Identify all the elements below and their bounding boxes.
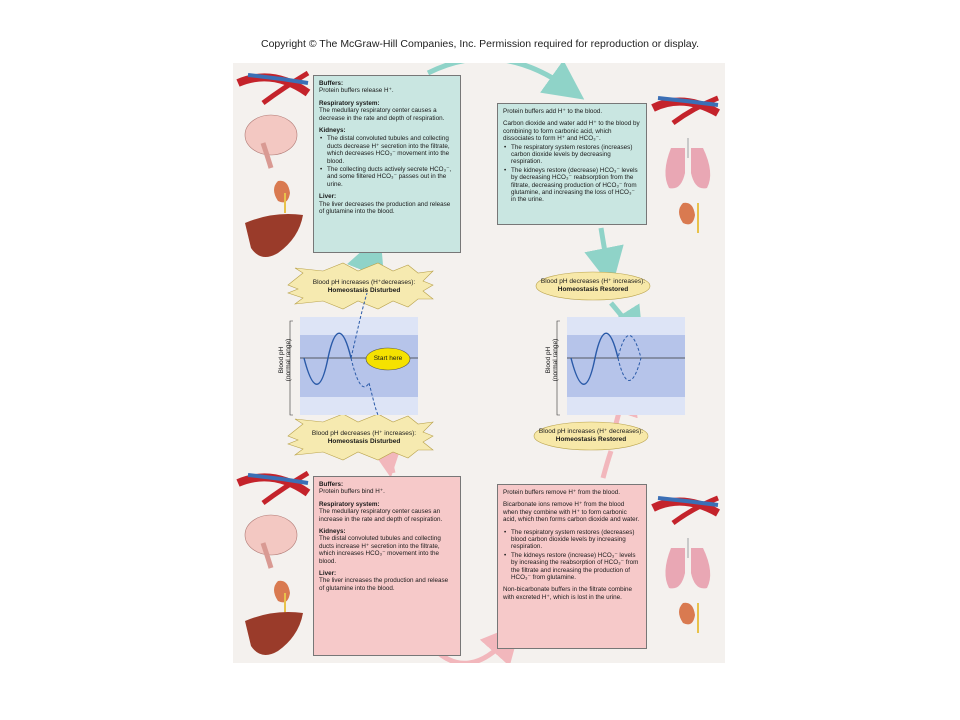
figure-graphics — [236, 63, 720, 663]
br-paragraph-2: Bicarbonate ions remove H⁺ from the bloo… — [503, 501, 640, 524]
brain-icon-bottom-left — [244, 514, 298, 569]
bl-liver-heading: Liver: — [319, 570, 337, 578]
burst-disturbed-down — [287, 413, 434, 461]
kidneys-bullet-1: The distal convoluted tubules and collec… — [320, 135, 455, 165]
buffers-text: Protein buffers release H⁺. — [319, 87, 394, 95]
graph-right-axis-label: Blood pH(normal range) — [545, 338, 559, 382]
bl-respiratory-text: The medullary respiratory center causes … — [319, 508, 443, 523]
bl-kidneys-heading: Kidneys: — [319, 528, 346, 536]
bottom-right-response-box: Protein buffers remove H⁺ from the blood… — [497, 484, 647, 649]
tr-paragraph-1: Protein buffers add H⁺ to the blood. — [503, 108, 603, 115]
blood-vessel-icon-bottom-right — [651, 495, 720, 526]
graph-left-axis-label: Blood pH(normal range) — [278, 338, 292, 382]
top-left-response-box: Buffers:Protein buffers release H⁺. Resp… — [313, 75, 461, 253]
ph-graph-left — [289, 292, 418, 416]
oval-restored-up — [533, 421, 649, 451]
bottom-left-response-box: Buffers:Protein buffers bind H⁺. Respira… — [313, 476, 461, 656]
brain-icon-top-left — [244, 114, 298, 169]
buffers-heading: Buffers: — [319, 80, 344, 87]
label-restored-down: Blood pH decreases (H⁺ increases): Homeo… — [540, 278, 646, 293]
br-paragraph-3: Non-bicarbonate buffers in the filtrate … — [503, 586, 633, 601]
tr-paragraph-2: Carbon dioxide and water add H⁺ to the b… — [503, 120, 640, 143]
blood-vessel-icon-top-left — [236, 70, 311, 106]
burst-disturbed-up — [287, 262, 434, 310]
start-here-oval — [365, 347, 411, 371]
br-bullet-2: The kidneys restore (increase) HCO₃⁻ lev… — [504, 552, 641, 582]
liver-icon-top-left — [245, 214, 303, 257]
top-right-response-box: Protein buffers add H⁺ to the blood. Car… — [497, 103, 647, 225]
liver-icon-bottom-left — [245, 612, 303, 655]
blood-vessel-icon-bottom-left — [236, 470, 311, 506]
kidneys-bullet-2: The collecting ducts actively secrete HC… — [320, 166, 455, 188]
br-bullet-1: The respiratory system restores (decreas… — [504, 529, 641, 551]
respiratory-heading: Respiratory system: — [319, 99, 380, 107]
kidney-icon-top-left — [274, 180, 290, 213]
kidneys-heading: Kidneys: — [319, 127, 346, 135]
lungs-icon-bottom-right — [665, 538, 711, 589]
tr-bullet-1: The respiratory system restores (increas… — [504, 144, 641, 166]
bl-respiratory-heading: Respiratory system: — [319, 500, 380, 508]
liver-text: The liver decreases the production and r… — [319, 200, 451, 216]
oval-restored-down — [535, 271, 651, 301]
label-disturbed-down: Blood pH decreases (H⁺ increases): Homeo… — [311, 430, 417, 445]
liver-heading: Liver: — [319, 193, 337, 201]
acid-base-homeostasis-figure: Buffers:Protein buffers release H⁺. Resp… — [233, 63, 725, 663]
bl-kidneys-text: The distal convoluted tubules and collec… — [319, 535, 441, 565]
br-paragraph-1: Protein buffers remove H⁺ from the blood… — [503, 489, 620, 496]
pink-arrow-right-upper — [600, 450, 614, 479]
blood-vessel-icon-top-right — [651, 95, 720, 126]
label-restored-up: Blood pH increases (H⁺ decreases): Homeo… — [538, 428, 644, 443]
bl-buffers-heading: Buffers: — [319, 481, 344, 488]
lungs-icon-top-right — [665, 138, 711, 189]
teal-arrow-top — [426, 63, 585, 100]
bl-liver-text: The liver increases the production and r… — [319, 577, 449, 592]
start-here-label: Start here — [373, 355, 403, 362]
kidney-icon-top-right — [679, 202, 699, 233]
copyright-notice: Copyright © The McGraw-Hill Companies, I… — [260, 38, 700, 50]
label-disturbed-up: Blood pH increases (H⁺decreases): Homeos… — [312, 279, 416, 294]
respiratory-text: The medullary respiratory center causes … — [319, 107, 445, 122]
ph-graph-right — [556, 317, 685, 416]
teal-arrow-right — [584, 227, 624, 288]
tr-bullet-2: The kidneys restore (decrease) HCO₃⁻ lev… — [504, 167, 641, 204]
kidney-icon-bottom-right — [679, 602, 699, 633]
kidney-icon-bottom-left — [274, 580, 290, 613]
bl-buffers-text: Protein buffers bind H⁺. — [319, 488, 385, 496]
